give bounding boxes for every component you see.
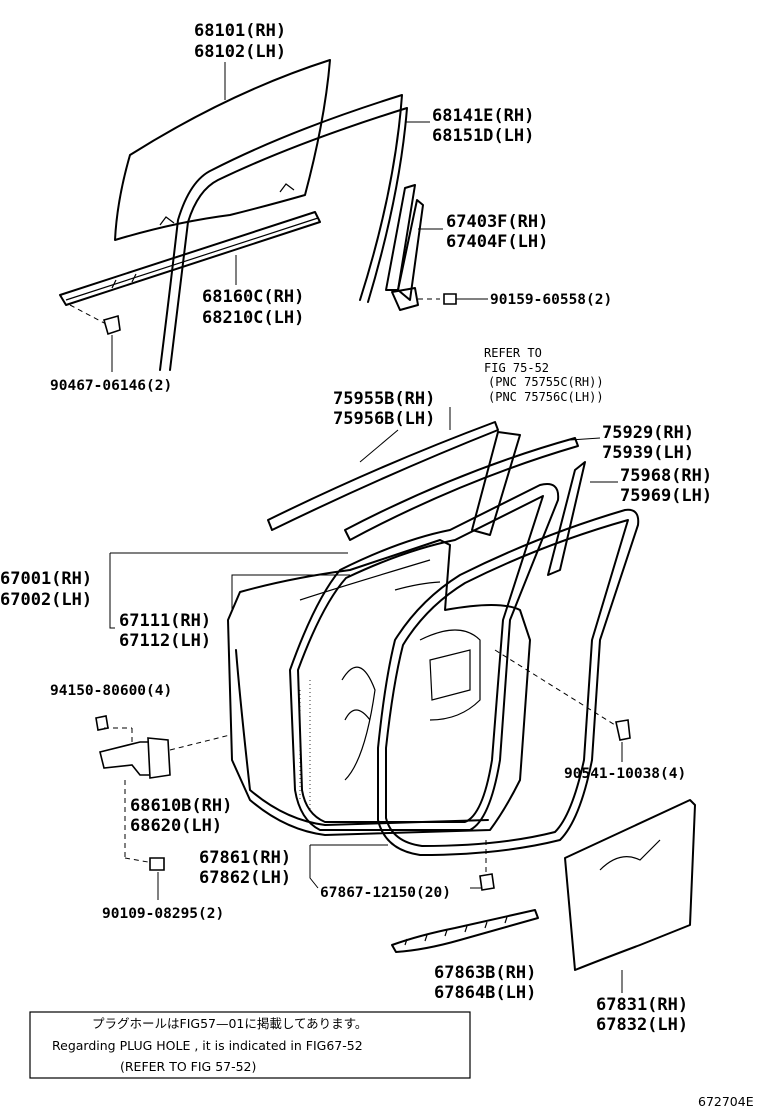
label-clip-c: 67867-12150(20) (320, 885, 451, 901)
label-hinge-rh: 68610B(RH) (130, 796, 232, 816)
note-box: プラグホールはFIG57—01に掲載してあります。 Regarding PLUG… (29, 1011, 471, 1079)
note-line-1: プラグホールはFIG57—01に掲載してあります。 (92, 1016, 367, 1031)
note-line-3: (REFER TO FIG 57-52) (120, 1059, 256, 1074)
label-moulding-outer-lh: 75956B(LH) (333, 409, 435, 429)
door-hinge (95, 715, 231, 900)
refer-line-4: (PNC 75756C(LH)) (488, 390, 604, 404)
service-hole-cover (564, 799, 696, 993)
label-door-panel-rh: 67001(RH) (0, 569, 92, 589)
label-door-weatherstrip-lh: 67112(LH) (119, 631, 211, 651)
sash-channel (385, 184, 424, 311)
leader-lines (109, 62, 618, 889)
label-glass-lh: 68102(LH) (194, 42, 286, 62)
opening-trim (377, 508, 640, 856)
label-clip-b: 90541-10038(4) (564, 766, 686, 782)
clip-90467 (69, 304, 121, 372)
label-service-cover-lh: 67832(LH) (596, 1015, 688, 1035)
label-bolt-b: 90109-08295(2) (102, 906, 224, 922)
clip-90541 (494, 649, 631, 762)
label-moulding-rear-rh: 75968(RH) (620, 466, 712, 486)
outer-mouldings (267, 421, 586, 576)
label-belt-lh: 68210C(LH) (202, 308, 304, 328)
label-sash-channel-lh: 67404F(LH) (446, 232, 548, 252)
belt-weatherstrip (59, 211, 321, 306)
note-line-2: Regarding PLUG HOLE , it is indicated in… (52, 1038, 363, 1053)
label-door-panel-lh: 67002(LH) (0, 590, 92, 610)
label-service-cover-rh: 67831(RH) (596, 995, 688, 1015)
label-run-channel-rh: 68141E(RH) (432, 106, 534, 126)
label-moulding-rear-lh: 75969(LH) (620, 486, 712, 506)
refer-line-2: FIG 75-52 (484, 361, 549, 375)
part-labels: 68101(RH) 68102(LH) 68141E(RH) 68151D(LH… (0, 21, 712, 1035)
label-moulding-outer-rh: 75955B(RH) (333, 389, 435, 409)
label-door-weatherstrip-rh: 67111(RH) (119, 611, 211, 631)
door-weatherstrip (289, 483, 560, 831)
label-opening-trim-lh: 67862(LH) (199, 868, 291, 888)
label-opening-trim-rh: 67861(RH) (199, 848, 291, 868)
label-run-channel-lh: 68151D(LH) (432, 126, 534, 146)
label-moulding-top-rh: 75929(RH) (602, 423, 694, 443)
screw-90159 (418, 293, 488, 305)
label-moulding-top-lh: 75939(LH) (602, 443, 694, 463)
figure-code: 672704E (698, 1094, 754, 1109)
refer-line-1: REFER TO (484, 346, 542, 360)
door-panel (227, 539, 531, 836)
label-sash-channel-rh: 67403F(RH) (446, 212, 548, 232)
label-bolt-a: 94150-80600(4) (50, 683, 172, 699)
label-screw: 90159-60558(2) (490, 292, 612, 308)
label-clip-a: 90467-06146(2) (50, 378, 172, 394)
lower-weatherstrip (391, 909, 539, 953)
label-hinge-lh: 68620(LH) (130, 816, 222, 836)
glass-run-channel (159, 94, 408, 371)
refer-line-3: (PNC 75755C(RH)) (488, 375, 604, 389)
clip-67867 (479, 840, 495, 891)
label-lower-weatherstrip-rh: 67863B(RH) (434, 963, 536, 983)
label-glass-rh: 68101(RH) (194, 21, 286, 41)
label-belt-rh: 68160C(RH) (202, 287, 304, 307)
door-glass (114, 59, 331, 241)
label-lower-weatherstrip-lh: 67864B(LH) (434, 983, 536, 1003)
